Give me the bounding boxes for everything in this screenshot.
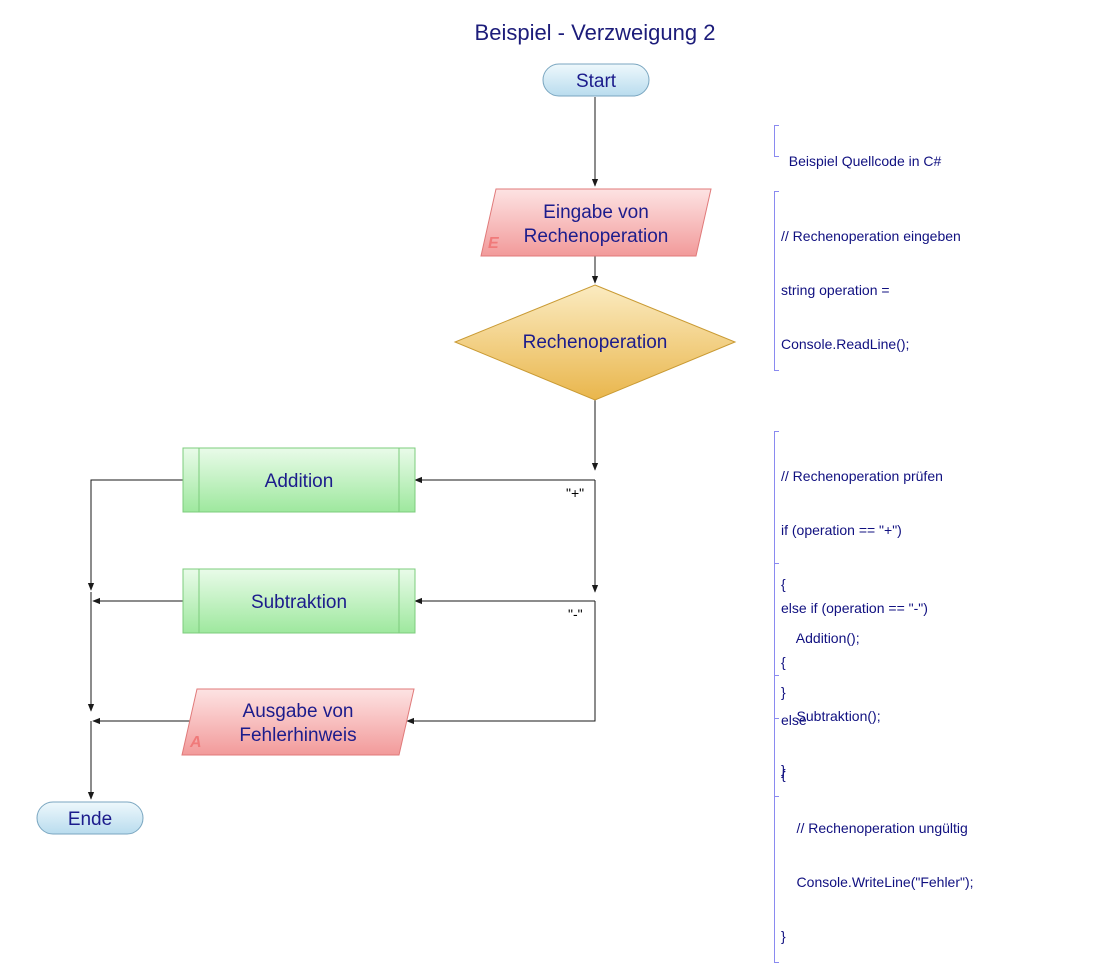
start-terminal: Start <box>542 63 650 97</box>
code-line: } <box>781 928 786 944</box>
code-line: // Rechenoperation ungültig <box>781 820 968 836</box>
addition-label: Addition <box>265 471 334 492</box>
end-terminal: Ende <box>36 801 144 835</box>
output-label-line1: Ausgabe von <box>243 701 354 722</box>
output-marker-letter: A <box>189 734 202 751</box>
code-line: Console.WriteLine("Fehler"); <box>781 874 974 890</box>
code-annotation-input: // Rechenoperation eingeben string opera… <box>774 191 961 371</box>
edge-addition-left <box>87 479 183 591</box>
code-line: { <box>781 654 786 670</box>
branch-label-minus: "-" <box>568 606 583 622</box>
code-line: Subtraktion(); <box>781 708 881 724</box>
code-line: string operation = <box>781 282 890 298</box>
subtraction-label: Subtraktion <box>251 592 347 613</box>
code-line: } <box>781 762 786 778</box>
input-node: Eingabe von Rechenoperation E <box>480 188 712 257</box>
code-line: Console.ReadLine(); <box>781 336 910 352</box>
code-header-text: Beispiel Quellcode in C# <box>788 153 942 169</box>
code-line: else <box>781 712 807 728</box>
end-label: Ende <box>68 809 112 830</box>
output-label-line2: Fehlerhinweis <box>239 725 356 746</box>
code-annotation-header: Beispiel Quellcode in C# <box>774 125 941 169</box>
code-line: { <box>781 766 786 782</box>
code-annotation-check-minus: else if (operation == "-") { Subtraktion… <box>774 563 928 797</box>
subtraction-process: Subtraktion <box>182 568 416 634</box>
code-line: else if (operation == "-") <box>781 600 928 616</box>
code-line: // Rechenoperation eingeben <box>781 228 961 244</box>
output-node: Ausgabe von Fehlerhinweis A <box>181 688 415 756</box>
decision-node: Rechenoperation <box>453 284 737 401</box>
code-line: } <box>781 684 786 700</box>
code-line: // Rechenoperation prüfen <box>781 468 943 484</box>
code-annotation-check-plus: // Rechenoperation prüfen if (operation … <box>774 431 943 719</box>
decision-label: Rechenoperation <box>523 332 668 353</box>
diagram-title: Beispiel - Verzweigung 2 <box>474 20 716 45</box>
edge-else-to-output <box>406 601 596 725</box>
code-line: Addition(); <box>781 630 860 646</box>
branch-label-plus: "+" <box>566 485 584 501</box>
code-line: { <box>781 576 786 592</box>
input-label-line1: Eingabe von <box>543 202 649 223</box>
input-label-line2: Rechenoperation <box>524 226 669 247</box>
addition-process: Addition <box>182 447 416 513</box>
code-annotation-else: else { // Rechenoperation ungültig Conso… <box>774 675 974 963</box>
flowchart-canvas: Start Eingabe von Rechenoperation E Rech… <box>36 63 737 835</box>
start-label: Start <box>576 71 617 92</box>
input-marker-letter: E <box>488 235 500 252</box>
code-line: if (operation == "+") <box>781 522 902 538</box>
